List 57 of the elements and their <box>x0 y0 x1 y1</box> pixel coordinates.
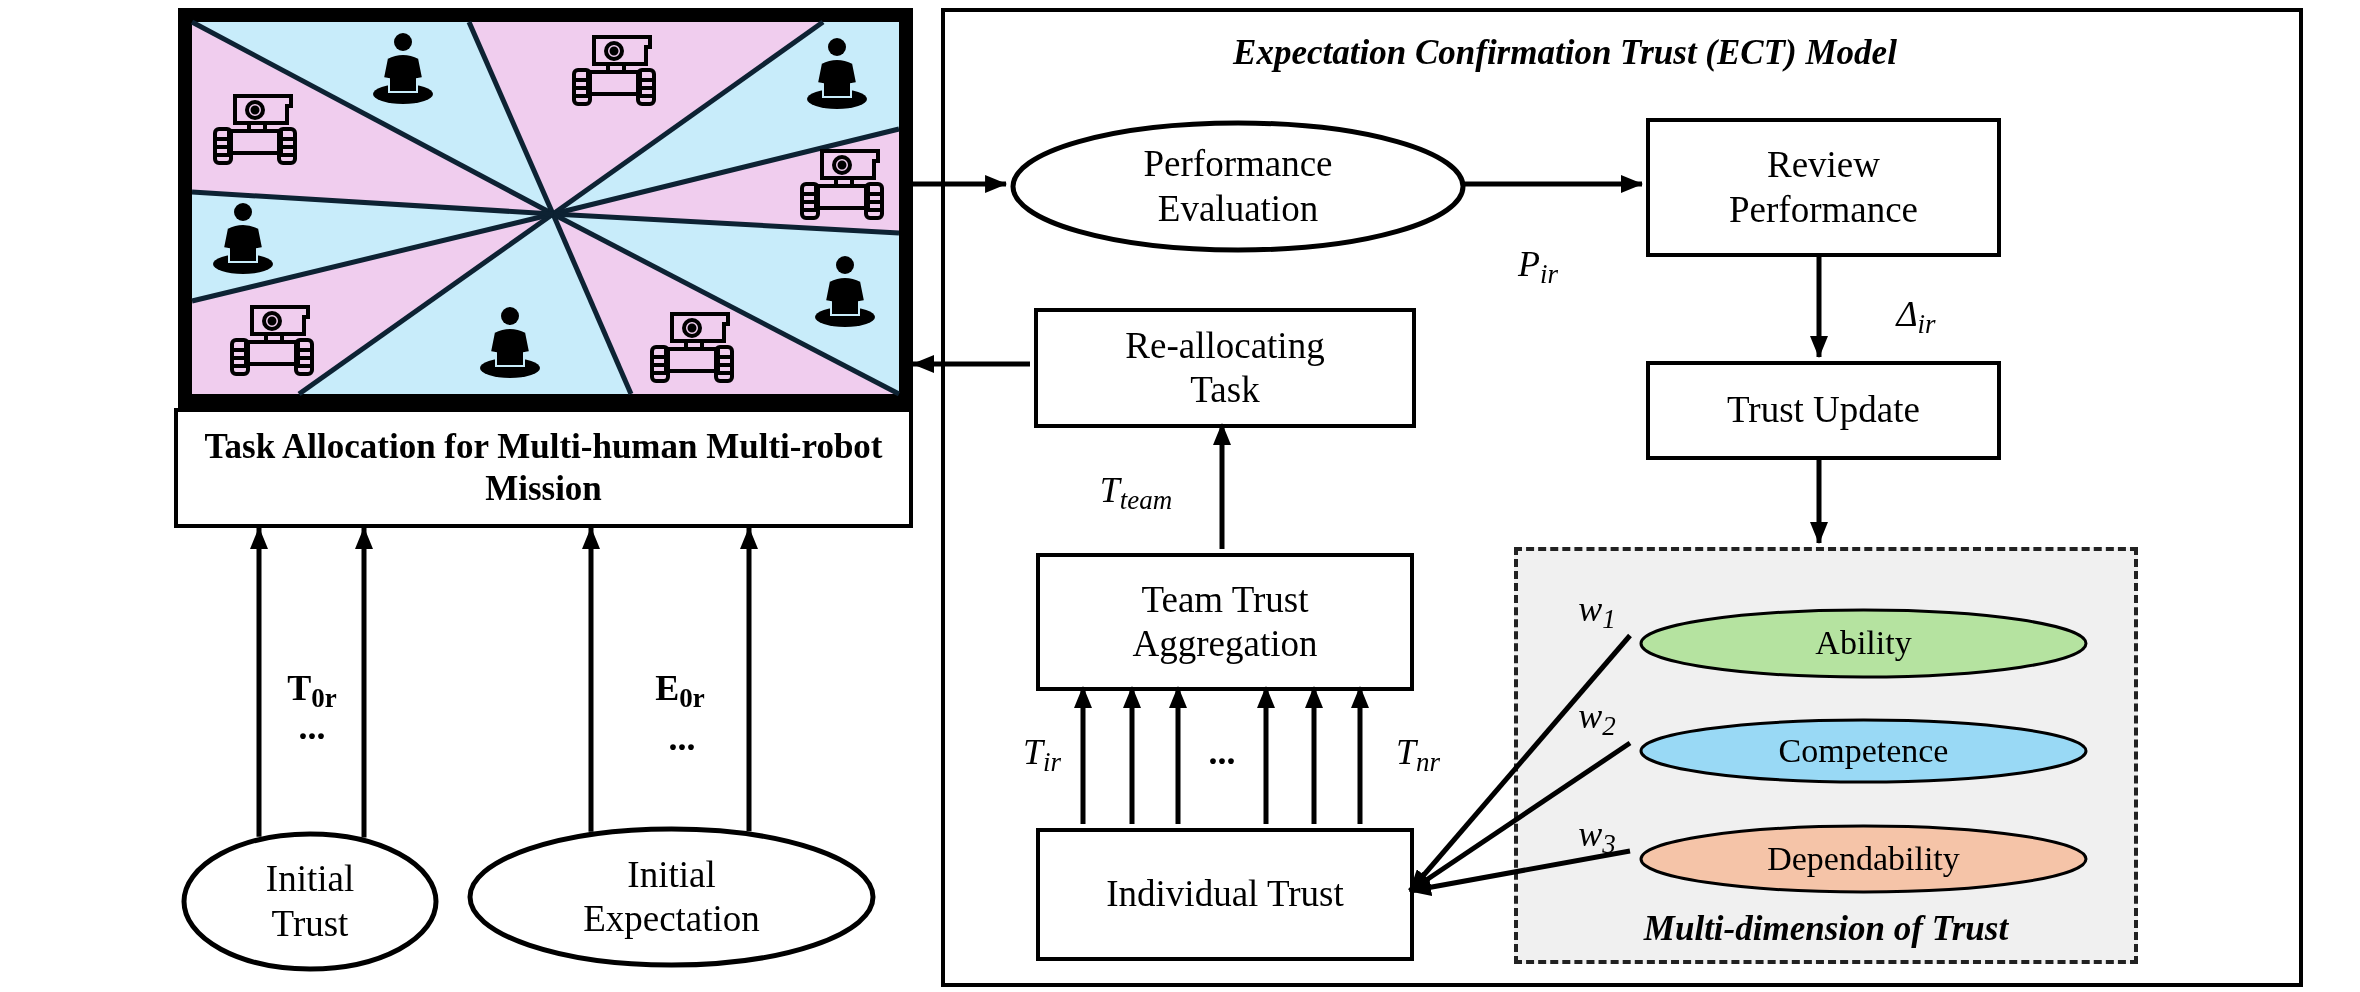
node-label: Initial Expectation <box>582 852 761 941</box>
process-ellipse <box>1638 823 2089 895</box>
process-ellipse <box>467 826 876 968</box>
node-label: Trust Update <box>1727 388 1920 433</box>
process-box <box>1646 118 2001 257</box>
edge-label: w$_{1}$ <box>1578 591 1616 627</box>
node-label: Team Trust Aggregation <box>1131 577 1319 666</box>
arrow <box>1213 423 1231 549</box>
arrow <box>1123 686 1141 824</box>
annotation-label: ... <box>668 720 696 756</box>
annotation-label: E$_{0r}$ <box>655 670 705 706</box>
arrow <box>582 527 600 832</box>
process-box <box>1646 361 2001 460</box>
edge-label: w$_{2}$ <box>1578 698 1616 734</box>
arrow <box>1409 848 1631 897</box>
edge-label: T$_{team}$ <box>1099 472 1173 508</box>
process-ellipse <box>1638 717 2089 785</box>
process-box <box>1036 828 1414 961</box>
arrow <box>1461 175 1643 193</box>
edge-label: T$_{ir}$ <box>1023 734 1061 770</box>
model-frame <box>941 8 2303 987</box>
node-label: Ability <box>1815 623 1912 664</box>
arrow <box>1169 686 1187 824</box>
arrow <box>913 175 1008 193</box>
node-label: Multi-dimension of Trust <box>1643 909 2009 948</box>
edge-label: Δ$_{ir}$ <box>1896 296 1936 332</box>
arrow <box>1074 686 1092 824</box>
process-box <box>1034 308 1416 428</box>
process-ellipse <box>1638 607 2089 680</box>
arrow <box>912 355 1030 373</box>
node-label: Dependability <box>1767 838 1960 879</box>
dimension-group-panel <box>1514 547 2138 964</box>
annotation-label: ... <box>1208 734 1236 770</box>
node-label: Initial Trust <box>264 857 356 946</box>
arrow <box>1257 686 1275 824</box>
node-label: Re-allocating Task <box>1124 323 1326 412</box>
node-label: Review Performance <box>1728 143 1919 232</box>
node-label: Individual Trust <box>1106 872 1344 917</box>
process-ellipse <box>181 831 439 972</box>
arrow <box>1305 686 1323 824</box>
edge-label: P$_{ir}$ <box>1518 246 1558 282</box>
annotation-label: T$_{0r}$ <box>287 670 337 706</box>
arrow <box>1408 633 1632 893</box>
arrow <box>250 527 268 837</box>
arrow <box>355 527 373 838</box>
process-ellipse <box>1010 120 1466 253</box>
arrow <box>740 527 758 832</box>
arrow <box>1351 686 1369 824</box>
node-label: Expectation Confirmation Trust (ECT) Model <box>1233 33 1897 72</box>
node-label: Competence <box>1778 730 1949 771</box>
node-label: Performance Evaluation <box>1142 142 1334 231</box>
process-box <box>1036 553 1414 691</box>
annotation-label: ... <box>298 709 326 745</box>
edge-label: T$_{nr}$ <box>1396 734 1440 770</box>
edge-label: w$_{3}$ <box>1578 816 1616 852</box>
mission-box <box>174 408 913 528</box>
node-label: Task Allocation for Multi-human Multi-robot Mission <box>203 426 884 510</box>
